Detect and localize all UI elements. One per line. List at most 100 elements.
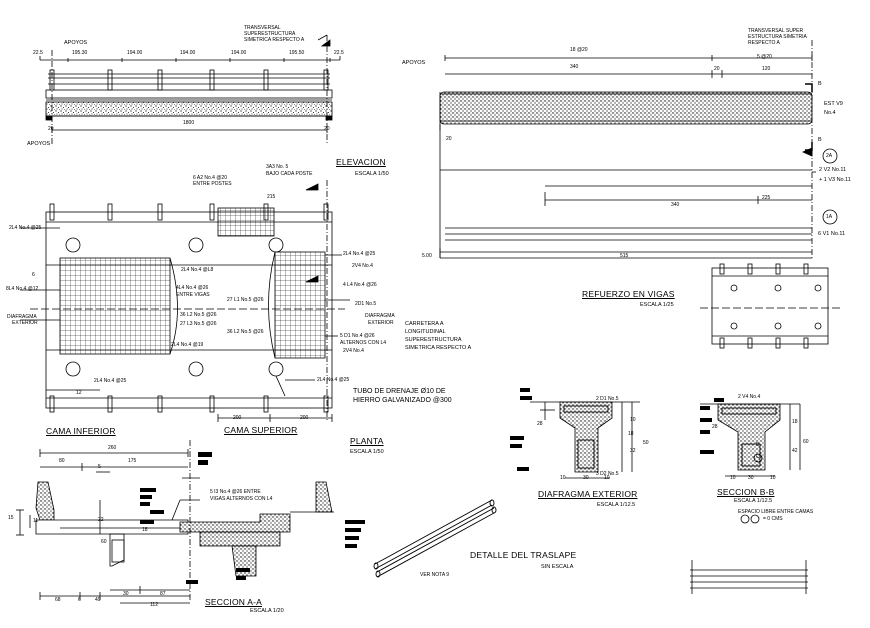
filled-block — [345, 544, 357, 548]
filled-block — [700, 406, 710, 410]
tag-1a: 1A — [826, 214, 833, 220]
aa-15: 15 — [8, 515, 14, 521]
dim-340b: 340 — [671, 202, 680, 208]
b-bot: B — [818, 137, 822, 143]
ver-nota: VER NOTA 9 — [420, 572, 450, 578]
dim-195: 195.30 — [72, 50, 88, 56]
l-12: 12 — [76, 390, 82, 396]
transversal-right-2: ESTRUCTURA SIMETRIA — [748, 34, 807, 40]
aa-30: 30 — [123, 591, 129, 597]
title-cama-superior: CAMA SUPERIOR — [224, 425, 298, 435]
tubo-1: TUBO DE DRENAJE Ø10 DE — [353, 388, 446, 395]
scale-seccion-aa: ESCALA 1/20 — [250, 608, 284, 614]
dim-500: 5.00 — [422, 253, 432, 259]
bb-30: 30 — [748, 475, 754, 481]
r-2l4-25: 2L4 No.4 @25 — [343, 251, 376, 257]
diaf-32: 32 — [630, 448, 636, 454]
l-2l4-top: 2L4 No.4 @25 — [9, 225, 42, 231]
diaf-30: 30 — [583, 475, 589, 481]
aa-5: 5 — [98, 464, 101, 470]
aa-note-1: 5 I3 No.4 @26 ENTRE — [210, 489, 261, 495]
scale-planta: ESCALA 1/50 — [350, 449, 384, 455]
bb-10: 10 — [730, 475, 736, 481]
beam-reinforcement-view — [439, 40, 838, 260]
aa-175: 175 — [128, 458, 137, 464]
c-36l2b: 36 L2 No.5 @26 — [227, 329, 264, 335]
title-seccion-aa: SECCION A-A — [205, 597, 262, 607]
dim-18-20: 18 @20 — [570, 47, 588, 53]
dim-20-low: 20 — [446, 136, 452, 142]
title-cama-inferior: CAMA INFERIOR — [46, 426, 116, 436]
dim-22b: 22.5 — [334, 50, 344, 56]
filled-block — [140, 520, 154, 524]
l-2l4-bot: 2L4 No.4 @25 — [94, 378, 127, 384]
diaf-10: 10 — [630, 417, 636, 423]
section-bb — [700, 403, 801, 524]
espacio-note: ESPACIO LIBRE ENTRE CAMAS — [738, 509, 814, 515]
espacio-val: = 0 CMS — [763, 516, 783, 522]
dim-5-20: 5 @20 — [757, 54, 772, 60]
title-traslape: DETALLE DEL TRASLAPE — [470, 550, 577, 560]
filled-block — [140, 495, 152, 499]
aa-112: 112 — [150, 602, 158, 608]
railing-elevation-small — [690, 560, 808, 594]
filled-block — [700, 430, 710, 434]
dim-195b: 195.50 — [289, 50, 305, 56]
aa-60: 60 — [101, 539, 107, 545]
dim-120: 120 — [762, 66, 771, 72]
dim-194a: 194.00 — [127, 50, 143, 56]
c-2l4-l9: 2L4 No.4 @19 — [171, 342, 204, 348]
aa-note-2: VIGAS ALTERNOS CON L4 — [210, 496, 273, 502]
aa-11: 11 — [33, 518, 39, 524]
r-4l4: 4 L4 No.4 @26 — [343, 282, 377, 288]
l-8l4: 8L4 No.4 @12 — [6, 286, 39, 292]
filled-block — [198, 452, 212, 457]
diaf-bot-bars: 3 D2 No.5 — [596, 471, 619, 477]
bar-v2: 2 V2 No.11 — [819, 167, 847, 173]
apoyos-label: APOYOS — [64, 40, 88, 46]
filled-block — [520, 388, 530, 392]
dim-515: 515 — [620, 253, 629, 259]
section-aa — [16, 440, 334, 604]
c-36l2: 36 L2 No.5 @26 — [180, 312, 217, 318]
filled-block — [714, 398, 724, 402]
filled-block — [510, 444, 522, 448]
aa-49: 49 — [95, 597, 101, 603]
c-2l4-l8: 2L4 No.4 @L8 — [181, 267, 214, 273]
bb-tag-b: B — [756, 442, 760, 448]
bb-42: 42 — [792, 448, 798, 454]
dim-200b: 200 — [300, 415, 309, 421]
bar-v1: 6 V1 No.11 — [818, 231, 846, 237]
lap-splice-detail — [373, 499, 497, 578]
filled-block — [700, 450, 714, 454]
dim-20-right: 20 — [324, 126, 330, 132]
plan-view — [20, 180, 350, 422]
aa-18: 18 — [142, 527, 148, 533]
scale-seccion-bb: ESCALA 1/12.5 — [734, 498, 773, 504]
filled-block — [198, 460, 208, 465]
title-planta: PLANTA — [350, 436, 384, 446]
elevation-view — [39, 34, 341, 145]
r-2l4-bot: 2L4 No.4 @25 — [317, 377, 350, 383]
note-215: 215 — [267, 194, 276, 200]
dim-200a: 200 — [233, 415, 242, 421]
dim-340: 340 — [570, 64, 579, 70]
railing-detail — [700, 263, 840, 349]
diaf-10c: 10 — [604, 475, 610, 481]
filled-block — [150, 510, 164, 514]
filled-block — [520, 396, 532, 400]
apoyos-right: APOYOS — [402, 60, 426, 66]
bb-18: 18 — [792, 419, 798, 425]
c-27l1: 27 L1 No.5 @26 — [227, 297, 264, 303]
scale-traslape: SIN ESCALA — [541, 564, 574, 570]
bb-28: 28 — [712, 424, 718, 430]
no4: No.4 — [824, 110, 836, 116]
scale-diafragma: ESCALA 1/12.5 — [597, 502, 636, 508]
carretera-1: CARRETERA A — [405, 321, 444, 327]
filled-block — [345, 520, 365, 524]
diaf-18: 18 — [628, 431, 634, 437]
title-diafragma: DIAFRAGMA EXTERIOR — [538, 489, 638, 499]
diaf-28: 28 — [537, 421, 543, 427]
filled-block — [345, 536, 359, 540]
